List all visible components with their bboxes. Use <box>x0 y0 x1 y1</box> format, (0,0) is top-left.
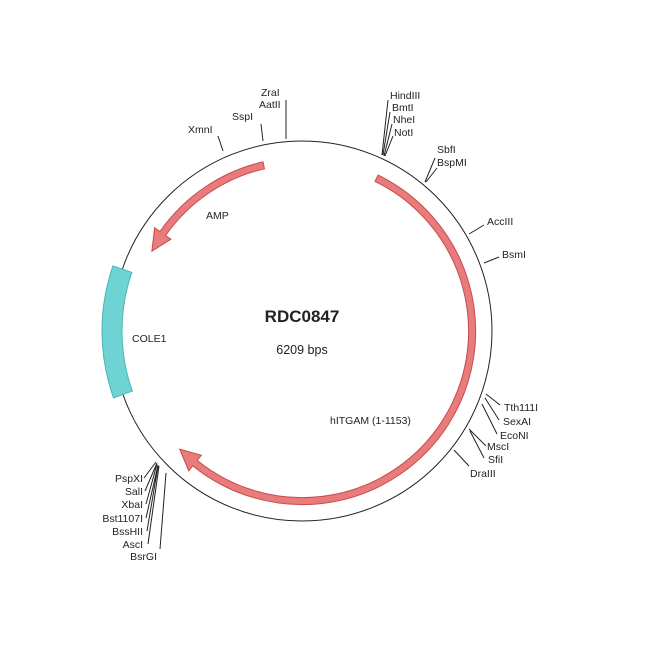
feature-hitgam-arrow[interactable] <box>178 174 477 506</box>
feature-amp-arrow[interactable] <box>151 161 266 253</box>
site-group-msci[interactable]: MscI SfiI <box>468 428 509 466</box>
svg-text:SalI: SalI <box>125 486 143 498</box>
site-draiii[interactable]: DraIII <box>453 449 496 480</box>
svg-text:HindIII: HindIII <box>390 90 420 102</box>
site-xmni[interactable]: XmnI <box>188 124 224 152</box>
site-bsmi[interactable]: BsmI <box>483 249 526 264</box>
svg-text:Bst1107I: Bst1107I <box>102 513 143 525</box>
site-sbfi-bspmi[interactable]: SbfI BspMI <box>424 144 467 183</box>
feature-label-amp: AMP <box>206 210 229 222</box>
site-bsrgi[interactable]: BsrGI <box>130 472 167 563</box>
svg-text:AccIII: AccIII <box>487 216 513 228</box>
svg-text:MscI: MscI <box>487 441 509 453</box>
svg-text:XmnI: XmnI <box>188 124 213 136</box>
svg-text:AatII: AatII <box>259 99 281 111</box>
svg-text:BspMI: BspMI <box>437 157 467 169</box>
backbone-circle <box>111 140 493 522</box>
feature-label-cole1: COLE1 <box>132 333 167 345</box>
svg-text:EcoNI: EcoNI <box>500 430 529 442</box>
site-group-hindiii[interactable]: HindIII BmtI NheI NotI <box>381 90 420 157</box>
site-group-tth111i[interactable]: Tth111I SexAI EcoNI <box>481 393 538 442</box>
svg-text:BsmI: BsmI <box>502 249 526 261</box>
svg-text:NotI: NotI <box>394 127 413 139</box>
feature-cole1[interactable] <box>101 265 133 399</box>
svg-text:AscI: AscI <box>123 539 143 551</box>
svg-text:BsrGI: BsrGI <box>130 551 157 563</box>
site-acciii[interactable]: AccIII <box>468 216 513 235</box>
site-sspi[interactable]: SspI <box>232 111 264 142</box>
svg-text:BmtI: BmtI <box>392 102 414 114</box>
svg-text:Tth111I: Tth111I <box>504 402 538 414</box>
svg-text:SexAI: SexAI <box>503 416 531 428</box>
feature-label-hitgam: hITGAM (1-1153) <box>330 415 411 427</box>
plasmid-size: 6209 bps <box>276 343 327 357</box>
svg-text:SbfI: SbfI <box>437 144 456 156</box>
svg-text:SfiI: SfiI <box>488 454 503 466</box>
svg-text:SspI: SspI <box>232 111 253 123</box>
svg-text:PspXI: PspXI <box>115 473 143 485</box>
site-group-pspxi[interactable]: PspXI SalI XbaI Bst1107I BssHII AscI <box>102 461 160 551</box>
svg-text:ZraI: ZraI <box>261 87 280 99</box>
site-zrai-aatii[interactable]: ZraI AatII <box>259 87 287 139</box>
svg-text:XbaI: XbaI <box>121 499 143 511</box>
plasmid-name: RDC0847 <box>265 307 340 326</box>
svg-text:NheI: NheI <box>393 114 415 126</box>
svg-text:DraIII: DraIII <box>470 468 496 480</box>
svg-text:BssHII: BssHII <box>112 526 143 538</box>
